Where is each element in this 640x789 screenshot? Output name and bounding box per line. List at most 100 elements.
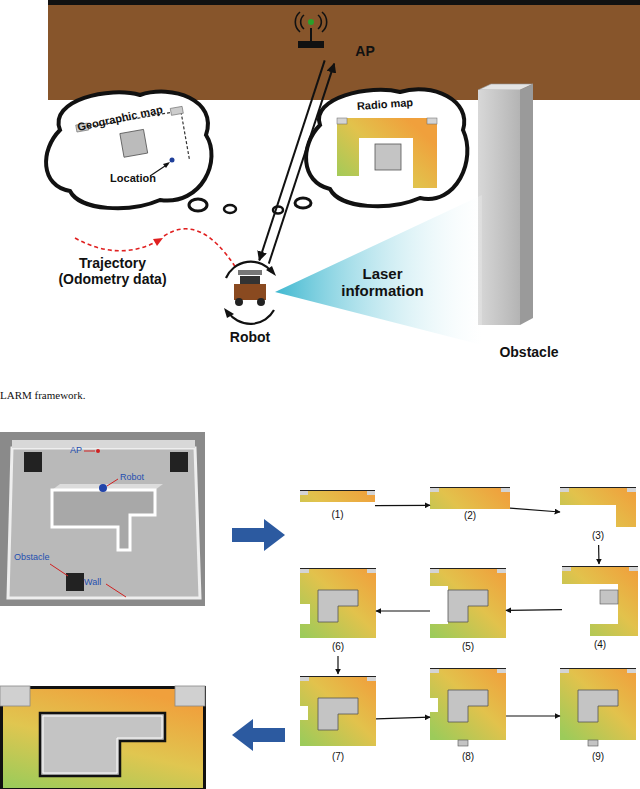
unexplored-area: [300, 706, 308, 720]
step-number: (4): [562, 639, 638, 651]
element-label: Location: [102, 172, 164, 185]
arrow-connector: [598, 545, 600, 564]
sim-ap: [96, 449, 100, 453]
block-arrow: [232, 719, 285, 751]
element-label: Robot: [220, 329, 280, 345]
bubble-tail: [224, 205, 236, 213]
sim-background: [0, 432, 205, 606]
radio-map-step: (2): [430, 485, 510, 525]
leader-line: [106, 584, 126, 597]
ap-waves: [295, 12, 326, 32]
robot-wheel: [257, 298, 265, 306]
radio-map-step: (8): [430, 666, 506, 766]
radio-map-step: (9): [560, 666, 636, 766]
framework-element: Geographic mapLocation: [48, 90, 216, 212]
map-corner: [337, 118, 347, 124]
element-label: Radio map: [343, 95, 428, 113]
callout-label: AP: [70, 445, 82, 455]
radio-map-step: (7): [300, 674, 376, 766]
unexplored-area: [430, 698, 438, 712]
ap-device: [298, 41, 324, 48]
wall-edge: [48, 0, 640, 5]
radio-map-step: (4): [562, 564, 638, 654]
map-area: [337, 138, 359, 176]
ap-led: [308, 19, 314, 25]
step-number: (7): [300, 751, 376, 763]
unexplored-area: [300, 604, 310, 624]
arrow-head: [266, 266, 276, 276]
arrow-connector: [259, 60, 324, 260]
map-block: [318, 698, 358, 730]
trajectory-path: [164, 229, 236, 268]
step-number: (5): [430, 641, 506, 653]
callout-label: Robot: [120, 472, 144, 482]
robot-sensor: [238, 270, 262, 275]
framework-element: Robot: [220, 262, 280, 348]
map-block: [40, 713, 165, 776]
radio-map-step: (1): [300, 488, 375, 524]
sim-obstacle: [170, 452, 188, 472]
map-corner: [175, 686, 205, 706]
radio-map-sketch: [337, 118, 437, 188]
map-area: [300, 568, 376, 638]
map-wall: [430, 487, 510, 488]
radio-map-step: [560, 487, 636, 527]
sim-wall: [12, 440, 195, 448]
arrow-connector: [510, 508, 560, 512]
leader-line: [50, 564, 68, 576]
figure-caption: LARM framework.: [0, 389, 86, 402]
arrow-connector: [269, 64, 334, 264]
radio-map-step: [560, 668, 636, 746]
sim-obstacle: [66, 573, 84, 591]
map-area: [560, 487, 636, 505]
map-block: [600, 590, 618, 604]
framework-element: Radio map: [305, 86, 470, 210]
radio-map-step: [300, 676, 376, 746]
map-wall: [560, 487, 636, 488]
map-area: [337, 118, 437, 138]
radio-map-step: [430, 568, 506, 638]
map-block-edge: [43, 716, 162, 773]
bubble-tail: [295, 198, 311, 208]
map-wall: [300, 568, 376, 569]
element-label: Geographic map: [70, 102, 170, 135]
map-wall: [430, 568, 506, 569]
map-corner: [0, 686, 30, 706]
thought-bubble: [46, 92, 211, 209]
thought-bubble: [306, 89, 467, 206]
location-dot: [170, 158, 175, 163]
map-block: [375, 144, 401, 170]
element-label: Laser information: [335, 265, 430, 300]
arrow-connector: [376, 717, 430, 719]
trajectory-path: [75, 238, 158, 251]
arrow-head: [153, 238, 163, 246]
leader-line: [84, 451, 95, 452]
robot-wheel: [235, 298, 243, 306]
map-area: [300, 676, 376, 746]
radio-map-step: [562, 566, 638, 636]
bubble-tail: [273, 207, 283, 214]
framework-element: AP: [296, 10, 380, 62]
callout-label: Wall: [84, 577, 101, 587]
radio-map-step: (5): [430, 566, 506, 656]
map-block: [578, 690, 618, 722]
map-area: [560, 668, 636, 740]
radio-map-step: (6): [300, 566, 376, 656]
map-area: [590, 624, 638, 636]
radio-map-step: (3): [560, 485, 636, 545]
radio-map-step: [300, 490, 375, 502]
column-side: [520, 84, 533, 325]
rotation-arc: [228, 310, 274, 324]
robot-body: [234, 284, 266, 300]
arrow-head: [224, 308, 234, 318]
laser-cone: [275, 195, 482, 345]
inner-wall: [52, 490, 155, 550]
arrow-connector: [375, 505, 430, 507]
map-wall: [562, 566, 638, 567]
arrow-connector: [506, 609, 562, 611]
column-front: [478, 90, 520, 325]
map-wall: [300, 676, 376, 677]
step-number: (6): [300, 641, 376, 653]
